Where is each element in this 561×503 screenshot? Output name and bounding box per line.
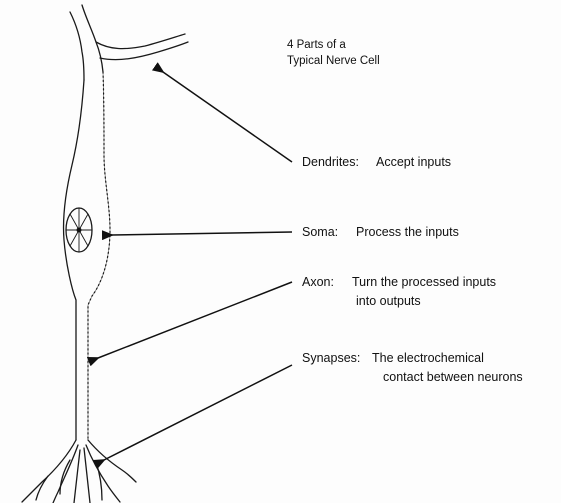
label-soma: Soma: Process the inputs — [302, 225, 459, 239]
label-dendrites: Dendrites: Accept inputs — [302, 155, 451, 169]
label-synapses-desc-line1: The electrochemical — [372, 351, 484, 365]
label-axon-desc-line2: into outputs — [356, 294, 421, 308]
diagram-title-line2: Typical Nerve Cell — [287, 55, 380, 67]
axon-terminals — [22, 440, 136, 503]
label-soma-name: Soma: — [302, 225, 338, 239]
label-axon-name: Axon: — [302, 275, 334, 289]
dendrite-branch-right — [96, 34, 185, 49]
label-axon: Axon: Turn the processed inputs into out… — [302, 275, 496, 308]
dendrite-branch-left-inner — [82, 5, 103, 72]
neuron-drawing — [22, 5, 188, 503]
arrow-dendrites — [163, 72, 292, 162]
label-synapses-desc-line2: contact between neurons — [383, 370, 523, 384]
label-dendrites-name: Dendrites: — [302, 155, 359, 169]
dendrite-branch-left — [70, 12, 84, 80]
label-synapses: Synapses: The electrochemical contact be… — [302, 351, 523, 384]
arrow-soma — [112, 232, 292, 235]
cell-body-right-solid — [88, 72, 110, 440]
arrow-synapses — [104, 365, 292, 460]
arrow-axon — [98, 282, 292, 358]
diagram-title-line1: 4 Parts of a — [287, 39, 346, 51]
label-soma-desc: Process the inputs — [356, 225, 459, 239]
label-dendrites-desc: Accept inputs — [376, 155, 451, 169]
label-axon-desc-line1: Turn the processed inputs — [352, 275, 496, 289]
label-synapses-name: Synapses: — [302, 351, 360, 365]
cell-body-right-edge — [88, 72, 110, 440]
cell-body-left-edge — [63, 80, 84, 440]
dendrite-branch-right-inner — [100, 42, 188, 60]
nucleus-icon — [66, 208, 92, 252]
